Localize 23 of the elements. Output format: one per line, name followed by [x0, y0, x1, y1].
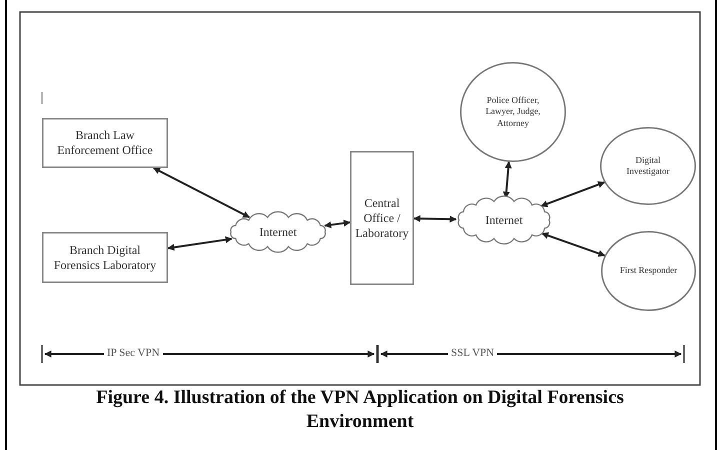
vpn-span-label: SSL VPN — [448, 347, 498, 359]
double-arrow — [540, 181, 606, 208]
double-arrow — [324, 220, 351, 228]
double-arrow — [541, 232, 606, 257]
node-label: Branch Digital Forensics Laboratory — [52, 242, 158, 272]
node-label: Police Officer, Lawyer, Judge, Attorney — [484, 95, 542, 129]
person-circle — [600, 127, 696, 205]
vpn-span-label: IP Sec VPN — [104, 347, 163, 359]
double-arrow — [167, 236, 232, 251]
office-box — [42, 232, 168, 283]
node-label: Digital Investigator — [626, 154, 670, 178]
person-circle — [460, 62, 566, 162]
double-arrow — [413, 215, 457, 223]
person-circle — [601, 231, 696, 311]
node-label: Central Office / Laboratory — [354, 196, 410, 240]
cloud-label: Internet — [485, 212, 523, 228]
figure-caption: Figure 4. Illustration of the VPN Application on Digital Forensics Environment — [95, 386, 625, 434]
office-box — [350, 151, 414, 285]
double-arrow — [152, 167, 250, 218]
node-label: First Responder — [620, 265, 678, 277]
cloud-label: Internet — [259, 224, 297, 240]
node-label: Branch Law Enforcement Office — [56, 128, 154, 158]
office-box — [42, 118, 168, 168]
